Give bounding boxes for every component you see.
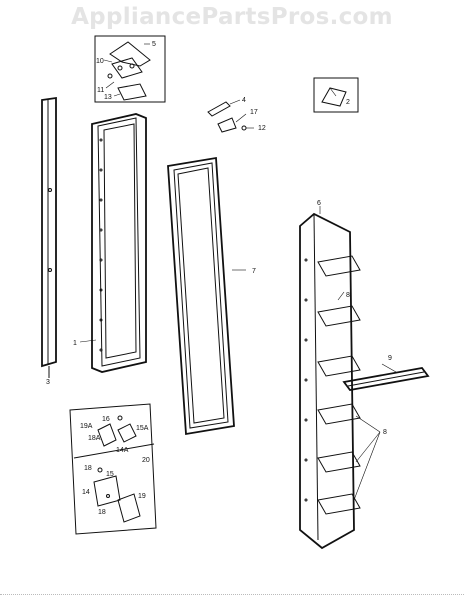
callout-9: 9 [388, 355, 392, 362]
callout-8-bottom: 8 [383, 429, 387, 436]
callout-20: 20 [142, 457, 150, 464]
bottom-divider [0, 594, 464, 595]
callout-18-lower: 18 [98, 509, 106, 516]
callout-8-top: 8 [346, 292, 350, 299]
callout-13: 13 [104, 94, 112, 101]
callout-18-upper: 18 [84, 465, 92, 472]
callout-7: 7 [252, 268, 256, 275]
part-2-inset [313, 77, 359, 113]
callout-2: 2 [346, 99, 350, 106]
callout-12: 12 [258, 125, 266, 132]
callout-11: 11 [97, 87, 104, 94]
top-hinge-inset [94, 35, 166, 103]
callout-18a: 18A [88, 435, 101, 442]
callout-1: 1 [73, 340, 77, 347]
callout-14: 14 [82, 489, 90, 496]
callout-15: 15 [106, 471, 114, 478]
callout-14a: 14A [116, 447, 129, 454]
callout-10: 10 [96, 58, 104, 65]
callout-15a: 15A [136, 425, 149, 432]
part-3-strip [41, 96, 57, 378]
callout-17: 17 [250, 109, 258, 116]
callout-16: 16 [102, 416, 110, 423]
watermark-text: AppliancePartsPros.com [71, 4, 393, 30]
part-7-gasket [167, 156, 246, 436]
part-1-door-frame [79, 113, 147, 373]
callout-4: 4 [242, 97, 246, 104]
callout-19a: 19A [80, 423, 93, 430]
callout-19: 19 [138, 493, 146, 500]
parts-4-17-12-hardware [207, 99, 254, 133]
callout-3: 3 [46, 379, 50, 386]
callout-6: 6 [317, 200, 321, 207]
part-9-bar [342, 363, 430, 391]
callout-5: 5 [152, 41, 156, 48]
part-6-door-liner [299, 206, 381, 550]
bottom-hinge-inset [69, 403, 157, 535]
